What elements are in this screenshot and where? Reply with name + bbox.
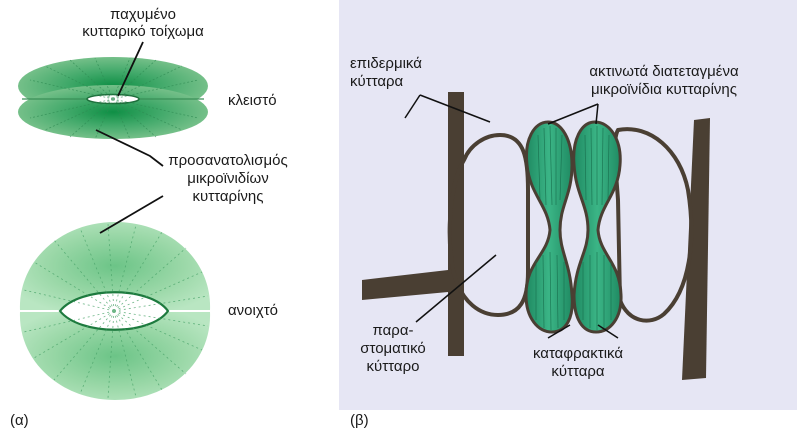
guard-cell-microfibrils bbox=[535, 125, 612, 331]
right-subsidiary-cell bbox=[612, 127, 694, 323]
open-stoma-upper-cell bbox=[19, 222, 211, 310]
label-open: ανοιχτό bbox=[228, 302, 278, 319]
label-thickened-wall-line1: παχυμένο bbox=[109, 6, 177, 23]
label-epidermal-line1: επιδερμικά bbox=[350, 55, 422, 72]
label-radial-microfibrils-line2: μικροϊνίδια κυτταρίνης bbox=[591, 81, 737, 98]
left-horizontal-wall bbox=[362, 270, 448, 300]
label-guard-cells-line2: κύτταρα bbox=[551, 363, 605, 380]
open-stoma bbox=[19, 222, 211, 400]
panel-b-drawing bbox=[362, 92, 710, 380]
right-epidermal-wall bbox=[682, 118, 710, 380]
label-subsidiary-line2: στοματικό bbox=[360, 340, 426, 357]
left-guard-cell bbox=[524, 120, 574, 334]
label-subsidiary-line1: παρα- bbox=[372, 322, 414, 339]
left-subsidiary-cell bbox=[447, 132, 530, 318]
label-thickened-wall-line2: κυτταρικό τοίχωμα bbox=[82, 23, 204, 40]
open-stoma-lower-cell bbox=[19, 312, 211, 400]
panel-b-label: (β) bbox=[350, 412, 369, 429]
panel-b-leader-lines bbox=[404, 94, 619, 339]
label-closed: κλειστό bbox=[228, 92, 277, 109]
label-subsidiary-line3: κύτταρο bbox=[366, 358, 420, 375]
label-radial-microfibrils-line1: ακτινωτά διατεταγμένα bbox=[589, 63, 739, 80]
label-guard-cells-line1: καταφρακτικά bbox=[532, 345, 624, 362]
closed-stoma bbox=[18, 57, 208, 140]
label-orientation-line2: μικροϊνιδίων bbox=[187, 170, 269, 187]
label-epidermal-line2: κύτταρα bbox=[350, 73, 404, 90]
panel-a-label: (α) bbox=[10, 412, 29, 429]
right-guard-cell bbox=[572, 120, 623, 334]
panel-a-leader-lines bbox=[95, 41, 164, 234]
closed-stoma-lower-lobe bbox=[18, 85, 208, 139]
label-orientation-line1: προσανατολισμός bbox=[168, 152, 288, 169]
label-orientation-line3: κυτταρίνης bbox=[192, 188, 264, 205]
panel-b-background bbox=[339, 0, 797, 410]
